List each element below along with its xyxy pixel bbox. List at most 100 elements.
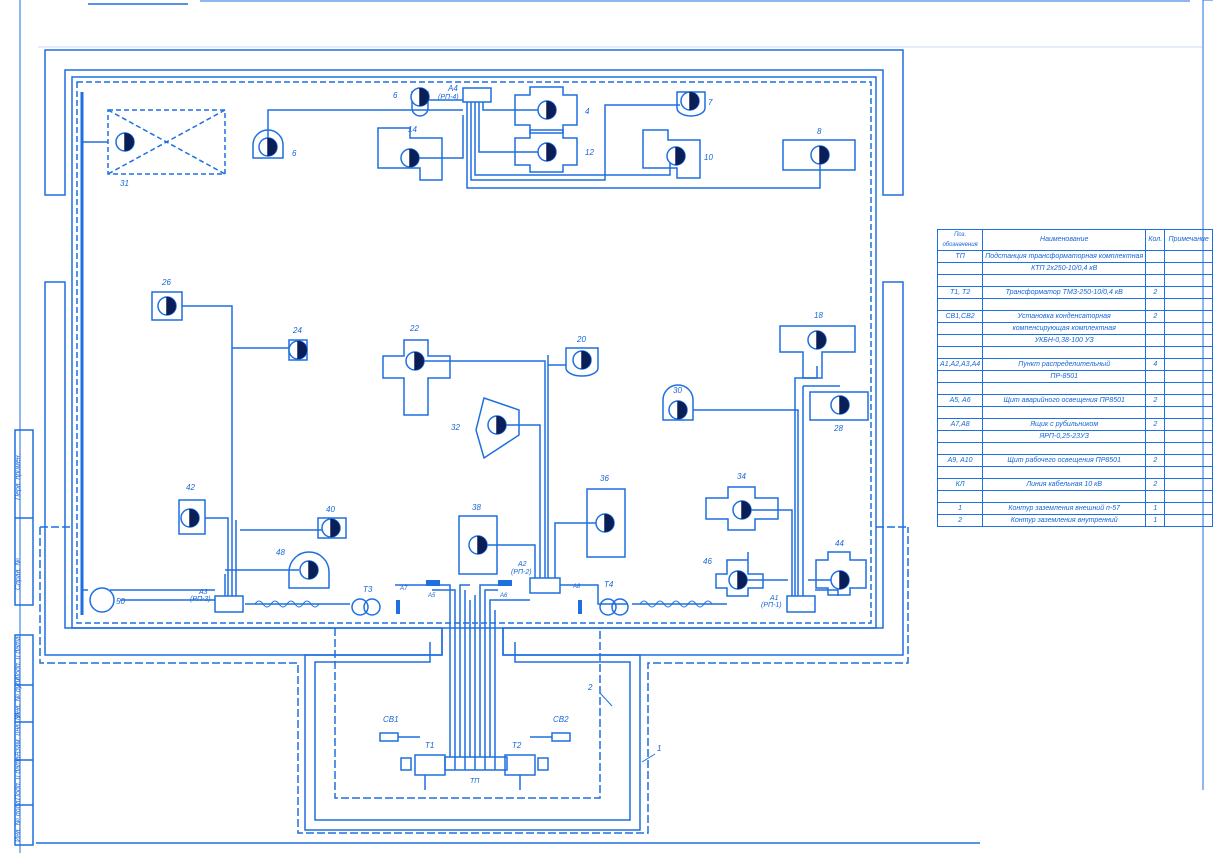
table-cell (1145, 382, 1166, 395)
side-label-podp2: Подп. и дата (15, 756, 22, 800)
table-row: УКБН-0,38-100 УЗ (936, 334, 1213, 347)
table-cell (936, 466, 984, 479)
table-cell (982, 490, 1147, 503)
side-label-perv: Перв. примен. (15, 453, 22, 500)
table-row (936, 346, 1213, 359)
label-44: 44 (835, 539, 844, 548)
table-cell (1164, 382, 1213, 395)
table-cell (1164, 502, 1213, 515)
table-cell (1164, 346, 1213, 359)
header-name: Наименование (982, 229, 1147, 251)
table-cell: ТП (936, 250, 984, 263)
side-label-inv-podl: Инв. № подл. (15, 798, 22, 842)
table-cell (1164, 250, 1213, 263)
table-cell: КЛ (936, 478, 984, 491)
table-cell: ПР-8501 (982, 370, 1147, 383)
table-cell (1145, 334, 1166, 347)
label-t1: Т1 (425, 741, 434, 750)
table-row (936, 274, 1213, 287)
table-cell (1164, 478, 1213, 491)
table-cell (1145, 322, 1166, 335)
table-cell (1145, 274, 1166, 287)
label-contour-2: 2 (587, 683, 593, 692)
table-cell: ЯРП-0,25-23УЗ (982, 430, 1147, 443)
table-cell: 2 (1145, 394, 1166, 407)
table-row: компенсирующая комплектная (936, 322, 1213, 335)
label-t3: Т3 (363, 585, 373, 594)
table-cell (982, 274, 1147, 287)
table-cell (1145, 262, 1166, 275)
table-cell (1164, 322, 1213, 335)
label-sv1: СВ1 (383, 715, 399, 724)
table-cell: А9, А10 (936, 454, 984, 467)
table-cell (936, 274, 984, 287)
label-32: 32 (451, 423, 460, 432)
header-note: Примечание (1164, 229, 1213, 251)
table-cell: 2 (1145, 286, 1166, 299)
label-6: 6 (393, 91, 398, 100)
label-50: 50 (116, 597, 125, 606)
table-cell (1164, 298, 1213, 311)
table-cell (1164, 394, 1213, 407)
table-cell (1145, 406, 1166, 419)
table-cell (1145, 490, 1166, 503)
specification-table: Поз. обозначения Наименование Кол. Приме… (936, 229, 1213, 527)
table-cell: Щит аварийного освещения ПР8501 (982, 394, 1147, 407)
table-cell: 1 (1145, 514, 1166, 527)
table-cell: А7,А8 (936, 418, 984, 431)
table-cell (1145, 250, 1166, 263)
table-cell (1164, 490, 1213, 503)
table-cell: КТП 2х250-10/0,4 кВ (982, 262, 1147, 275)
label-48: 48 (276, 548, 285, 557)
table-cell (936, 490, 984, 503)
table-cell (1164, 286, 1213, 299)
table-cell: 4 (1145, 358, 1166, 371)
table-cell: 2 (1145, 454, 1166, 467)
table-cell (1164, 418, 1213, 431)
table-cell (1164, 310, 1213, 323)
label-36: 36 (600, 474, 609, 483)
table-row (936, 406, 1213, 419)
table-row (936, 490, 1213, 503)
table-cell (1164, 514, 1213, 527)
table-cell (982, 466, 1147, 479)
label-a3-sub: (РП-3) (190, 596, 211, 603)
table-cell (1164, 370, 1213, 383)
label-42: 42 (186, 483, 195, 492)
label-10: 10 (704, 153, 713, 162)
label-a2: А2 (517, 561, 527, 568)
table-cell (936, 322, 984, 335)
table-cell (936, 430, 984, 443)
table-cell (1145, 370, 1166, 383)
table-cell (1145, 430, 1166, 443)
header-pos: Поз. обозначения (936, 229, 984, 251)
label-8: 8 (817, 127, 822, 136)
table-cell (1145, 346, 1166, 359)
table-header-row: Поз. обозначения Наименование Кол. Приме… (936, 229, 1213, 251)
table-cell (936, 334, 984, 347)
label-24: 24 (292, 326, 302, 335)
table-cell: 1 (1145, 502, 1166, 515)
label-7: 7 (708, 98, 713, 107)
table-row: ПР-8501 (936, 370, 1213, 383)
table-cell: Контур заземления внутренний (982, 514, 1147, 527)
side-label-inv-dubl: Инв. № дубл. (15, 674, 22, 718)
table-cell: Контур заземления внешний п-57 (982, 502, 1147, 515)
table-cell: А5, А6 (936, 394, 984, 407)
label-20: 20 (576, 335, 586, 344)
label-a1-sub: (РП-1) (761, 602, 782, 609)
table-row: ЯРП-0,25-23УЗ (936, 430, 1213, 443)
label-a1: А1 (769, 595, 779, 602)
label-18: 18 (814, 311, 823, 320)
table-cell: Установка конденсаторная (982, 310, 1147, 323)
label-a5: А5 (427, 593, 436, 599)
table-cell (1164, 358, 1213, 371)
label-31: 31 (120, 179, 129, 188)
side-label-sprav: Справ. № (15, 558, 22, 590)
